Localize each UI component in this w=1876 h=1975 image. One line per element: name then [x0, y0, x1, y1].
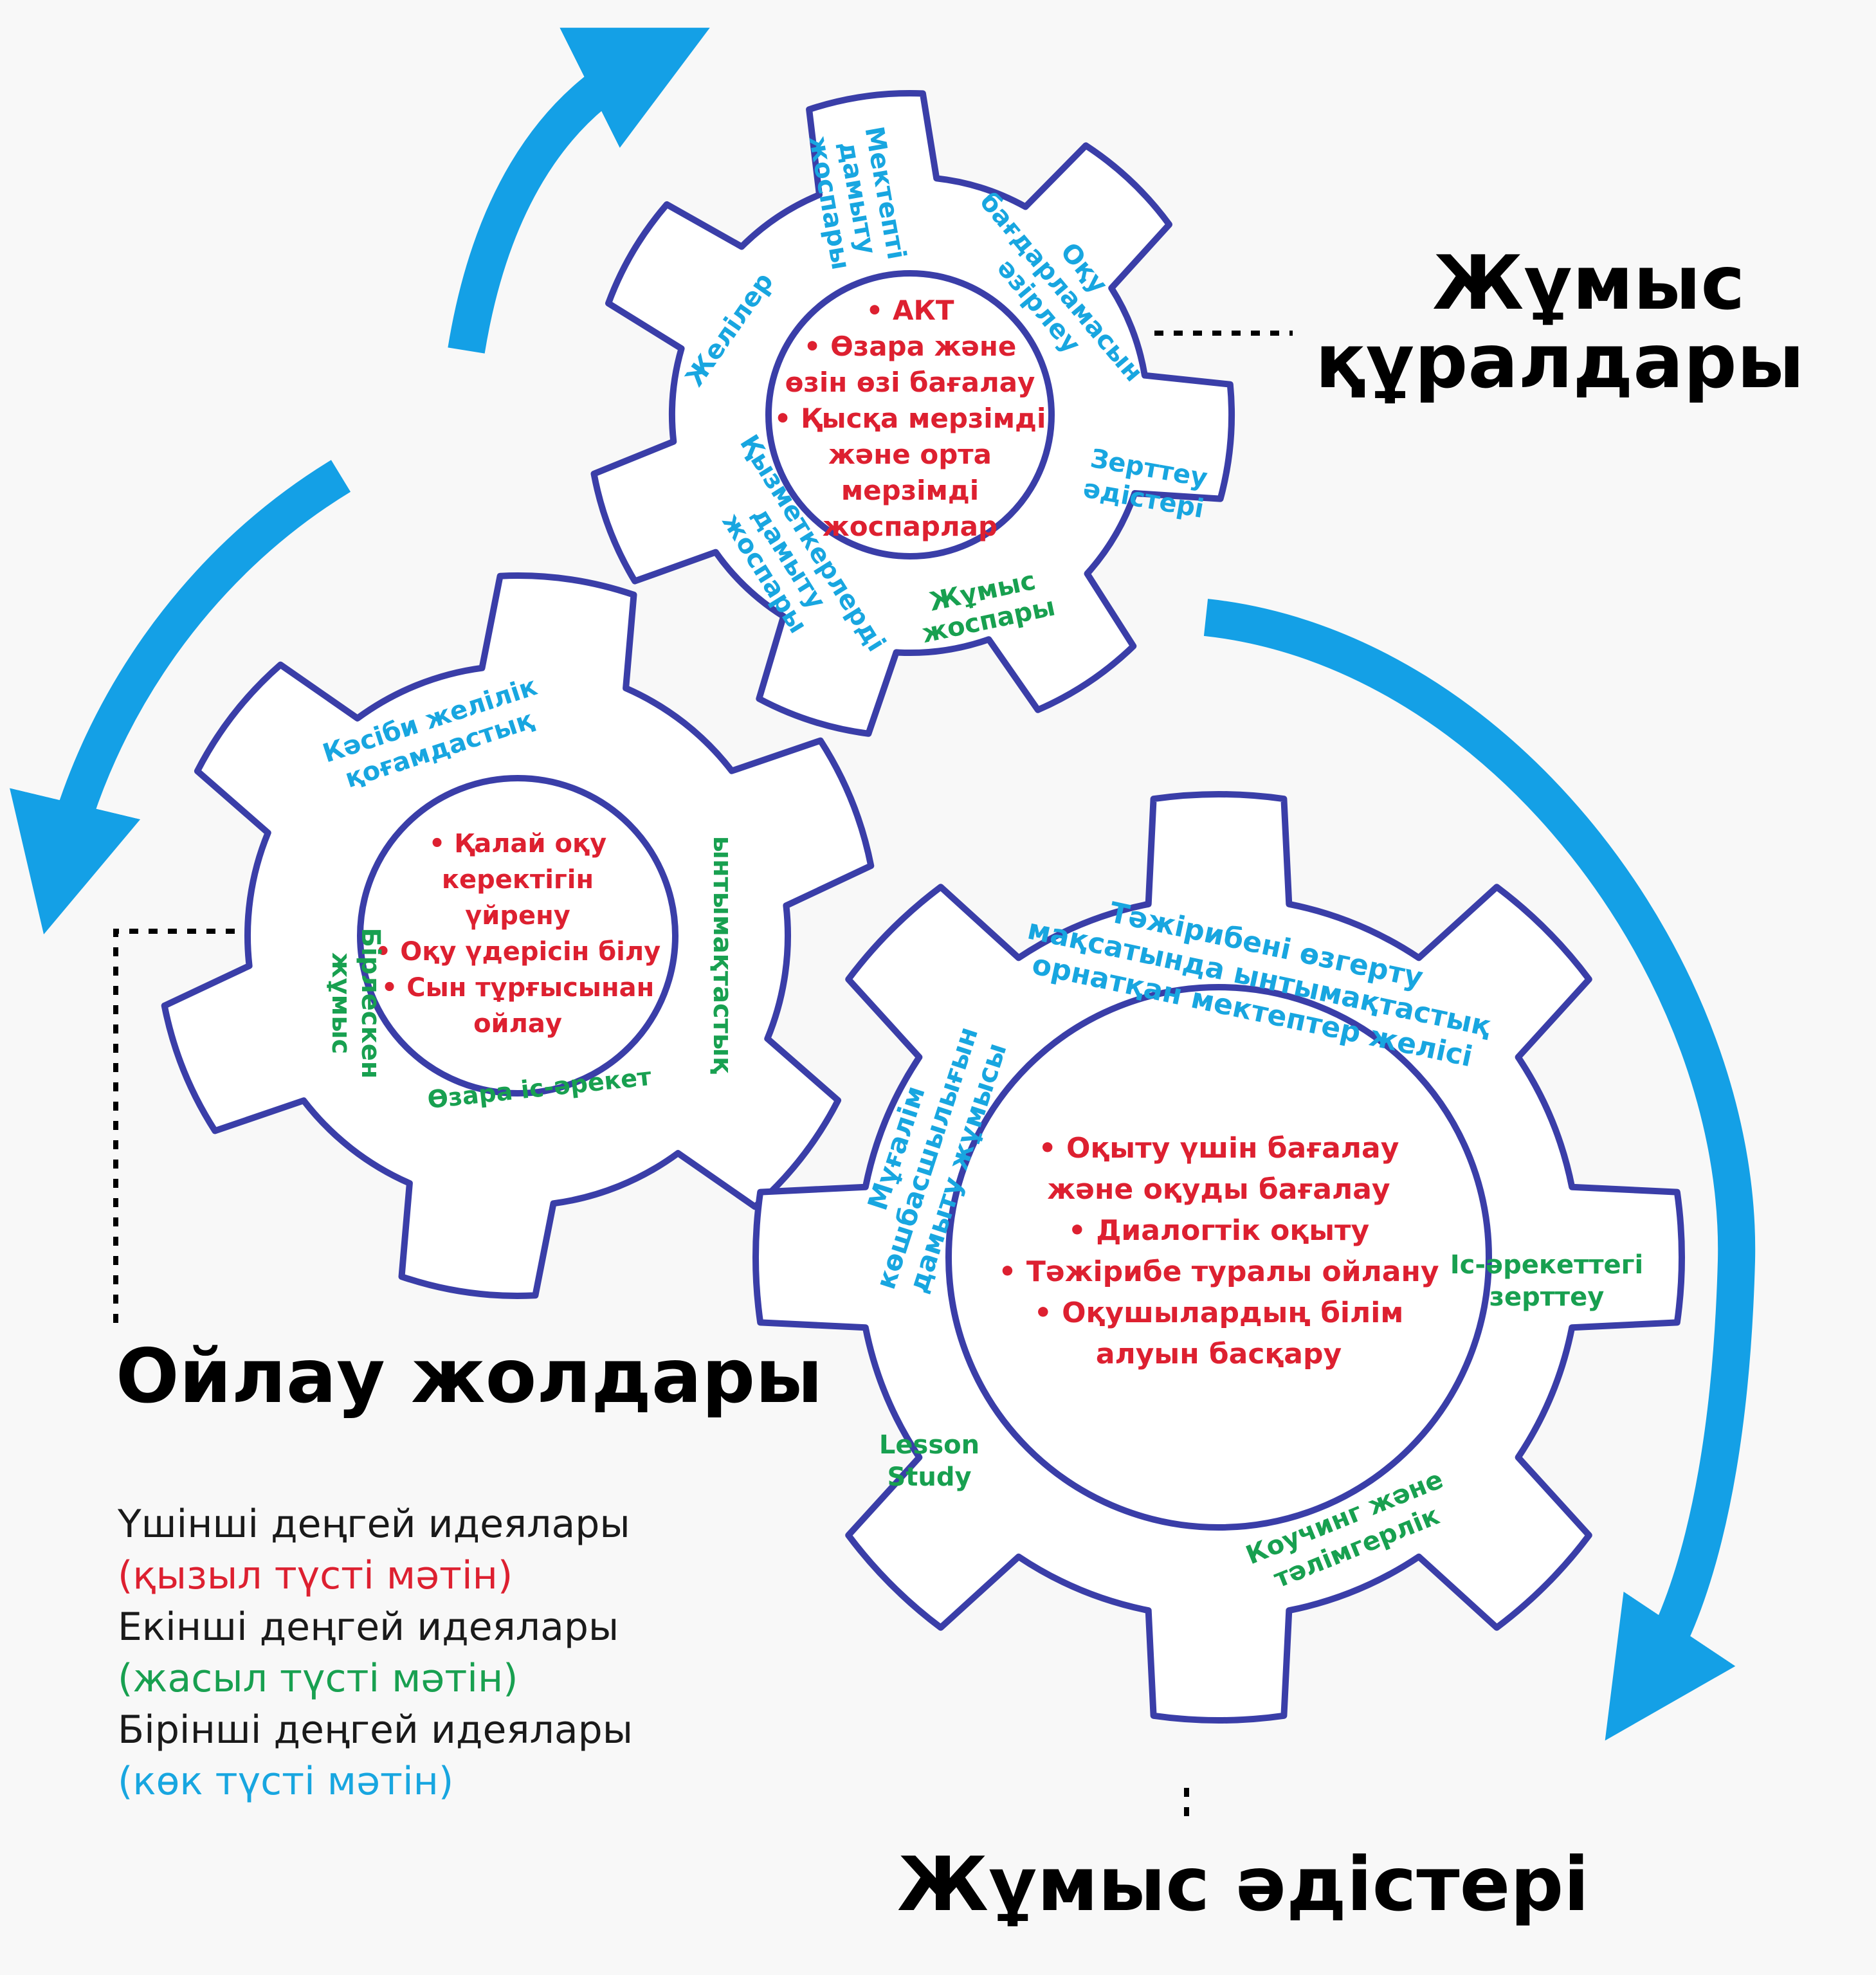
gear-tools-core-line: • Өзара және [804, 331, 1017, 362]
gear-thinking-core-line: керектігін [442, 865, 594, 895]
arrow-up-right [448, 28, 710, 354]
gear-tools-core-ring [765, 270, 1055, 560]
gear-methods-core-line: • Тәжірибе туралы ойлану [998, 1255, 1439, 1288]
gear-tools-core-line: өзін өзі бағалау [785, 367, 1035, 398]
gear-methods-core-line: • Оқыту үшін бағалау [1039, 1132, 1399, 1165]
gear-thinking-core-line: • Қалай оқу [429, 829, 606, 859]
dotted-connectors [113, 331, 1293, 1826]
gear-methods-core-line: және оқуды бағалау [1047, 1173, 1390, 1206]
gear-methods-core-text: • Оқыту үшін бағалау және оқуды бағалау • … [998, 1132, 1439, 1370]
gear-tools-core-line: жоспарлар [823, 511, 997, 542]
gear-thinking-label-joint-work-line: Бірлескен [356, 928, 385, 1079]
legend-level3-title: Үшінші деңгей идеялары [118, 1502, 630, 1547]
gear-thinking-label-joint-work-line: жұмыс [326, 952, 356, 1054]
gear-thinking-core-text: • Қалай оқу керектігін үйрену • Оқу үдерісі… [375, 829, 661, 1039]
gear-tools-core-line: және орта [828, 439, 992, 470]
gear-methods-core: • Оқыту үшін бағалау және оқуды бағалау • … [998, 1132, 1439, 1370]
cycle-arrows [10, 28, 1756, 1741]
arrow-down-left [10, 460, 351, 934]
gear-methods-core-line: алуын басқару [1096, 1338, 1342, 1370]
gear-tools-core-text: • АКТ • Өзара және өзін өзі бағалау • Қысқа… [774, 295, 1046, 542]
gear-thinking-label-collaboration-line: ынтымақтастық [707, 836, 737, 1074]
legend-level3-color: (қызыл түсті мәтін) [118, 1553, 513, 1598]
title-tools-line-2: құралдары [1315, 318, 1805, 405]
gear-thinking-core-line: • Оқу үдерісін білу [375, 937, 661, 967]
gear-tools-core-line: мерзімді [841, 475, 979, 506]
gear-methods: • Оқыту үшін бағалау және оқуды бағалау • … [752, 791, 1685, 1724]
gear-thinking-core-ring [357, 775, 678, 1097]
gear-tools-core-line: • АКТ [866, 295, 954, 326]
gear-thinking-core-line: ойлау [473, 1009, 562, 1039]
gear-thinking-label-joint-work: Бірлескенжұмыс [326, 928, 385, 1079]
gear-thinking-core-line: үйрену [465, 901, 570, 931]
title-thinking: Ойлау жолдары [116, 1333, 823, 1420]
gear-methods-core-line: • Оқушылардың білім [1034, 1297, 1404, 1329]
legend-level1-color: (көк түсті мәтін) [118, 1759, 454, 1804]
gear-tools-core-line: • Қысқа мерзімді [774, 403, 1046, 434]
legend-level2-color: (жасыл түсті мәтін) [118, 1656, 518, 1701]
title-tools: Жұмыс құралдары [1315, 244, 1805, 401]
title-tools-line-1: Жұмыс [1432, 240, 1745, 327]
connector-thinking [113, 929, 254, 1325]
gear-thinking: • Қалай оқу керектігін үйрену • Оқу үдерісі… [161, 572, 875, 1299]
title-methods: Жұмыс әдістері [897, 1841, 1590, 1928]
arrow-down-right [1203, 599, 1756, 1741]
legend-level1-title: Бірінші деңгей идеялары [118, 1707, 633, 1752]
gear-tools: • АКТ • Өзара және өзін өзі бағалау • Қысқа… [590, 90, 1235, 737]
legend: Үшінші деңгей идеялары (қызыл түсті мәті… [118, 1498, 633, 1807]
gear-tools-core: • АКТ • Өзара және өзін өзі бағалау • Қысқа… [774, 295, 1046, 542]
gear-methods-core-line: • Диалогтік оқыту [1068, 1214, 1369, 1247]
gear-methods-label-action-research-line: Іс-әрекеттегі [1450, 1250, 1643, 1280]
gear-methods-label-lesson-study-line: Lesson [879, 1430, 979, 1460]
legend-level2-title: Екінші деңгей идеялары [118, 1605, 619, 1650]
gear-thinking-core-line: • Сын тұрғысынан [381, 973, 655, 1003]
gear-methods-core-ring [945, 984, 1492, 1531]
gear-methods-label-lesson-study-line: Study [887, 1462, 971, 1492]
gear-thinking-core: • Қалай оқу керектігін үйрену • Оқу үдерісі… [375, 829, 661, 1039]
gear-methods-label-action-research-line: зерттеу [1489, 1282, 1605, 1312]
gear-thinking-label-collaboration: ынтымақтастық [707, 836, 737, 1074]
